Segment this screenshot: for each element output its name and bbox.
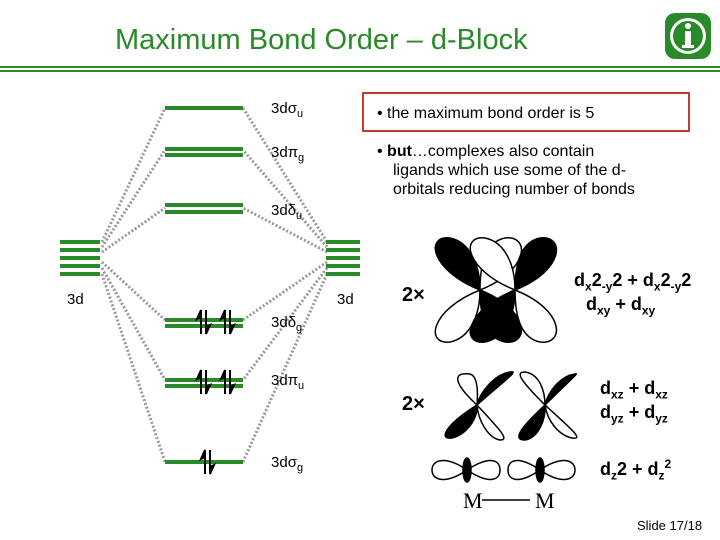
mo-level-pi-u-2	[165, 384, 243, 388]
metal-label-right: M	[535, 488, 555, 513]
mo-level-sigma-u	[165, 106, 243, 110]
ao-label-right: 3d	[337, 291, 354, 308]
bullet-but: • but…complexes also contain ligands whi…	[377, 143, 635, 198]
ao-label-left: 3d	[67, 291, 84, 308]
bullet-max-bond-order: • the maximum bond order is 5	[377, 105, 595, 122]
orbital-sketches	[431, 237, 578, 501]
mo-level-pi-u-1	[165, 378, 243, 382]
electron-arrows	[194, 309, 237, 475]
mo-level-pi-g-1	[165, 147, 243, 151]
row3-label: dz2 + dz2	[600, 457, 672, 483]
mo-level-delta-g-1	[165, 318, 243, 322]
mo-level-delta-u-1	[165, 203, 243, 207]
info-icon[interactable]	[662, 10, 714, 62]
mo-label-pi-g: 3dπg	[271, 144, 305, 164]
mo-label-delta-g: 3dδg	[271, 314, 303, 334]
slide-number: Slide 17/18	[637, 518, 703, 533]
pi-orbital-pair	[444, 371, 578, 441]
metal-label-left: M	[463, 488, 483, 513]
row2-label: dxz + dxz dyz + dyz	[600, 378, 668, 426]
highlight-box	[362, 92, 690, 132]
row1-multiplier: 2×	[402, 284, 425, 306]
row2-multiplier: 2×	[402, 393, 425, 415]
left-ao-levels	[60, 240, 100, 276]
mo-label-sigma-g: 3dσg	[271, 454, 304, 474]
mo-level-delta-u-2	[165, 210, 243, 214]
mo-level-pi-g-2	[165, 153, 243, 157]
mo-label-sigma-u: 3dσu	[271, 100, 304, 120]
mo-diagram	[60, 106, 360, 475]
mo-label-delta-u: 3dδu	[271, 202, 303, 222]
right-ao-levels	[326, 240, 360, 276]
mo-level-delta-g-2	[165, 324, 243, 328]
mo-label-pi-u: 3dπu	[271, 372, 305, 392]
title-underline	[0, 66, 720, 72]
page-title: Maximum Bond Order – d-Block	[115, 24, 528, 56]
delta-orbital-pair	[434, 237, 557, 343]
row1-label: dx2-y2 + dx2-y2 dxy + dxy	[574, 270, 692, 318]
sigma-orbital-pair	[431, 457, 576, 501]
